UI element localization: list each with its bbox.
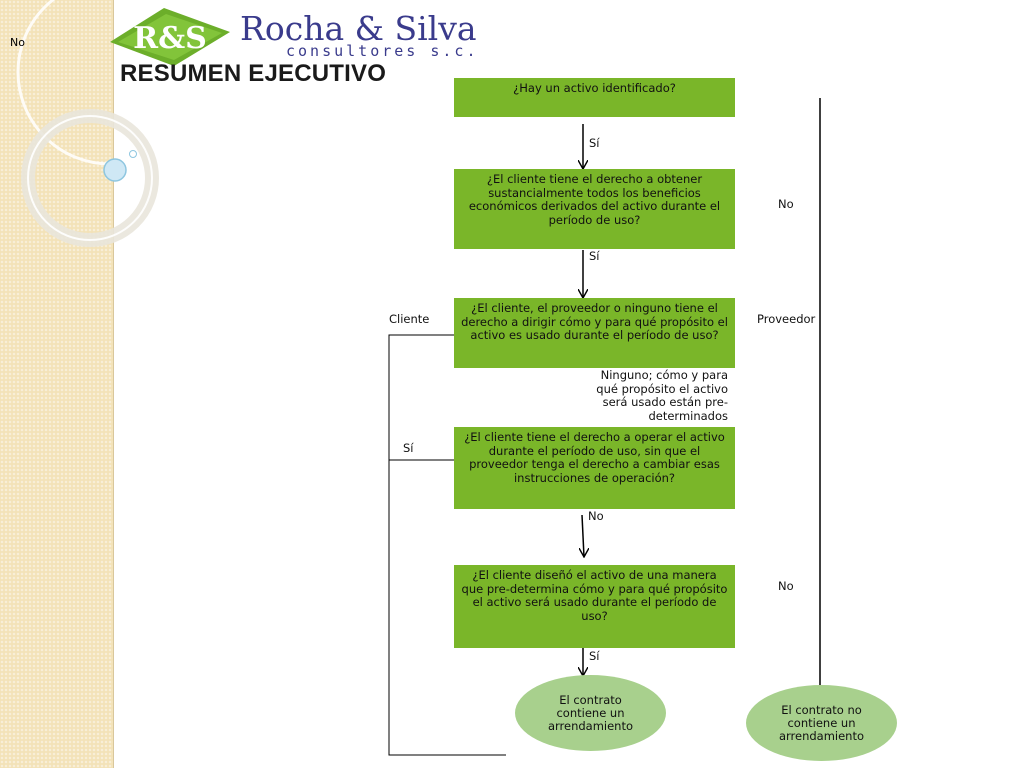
result-lease: El contrato contiene un arrendamiento — [515, 675, 666, 751]
yes-label-1: Sí — [589, 136, 600, 150]
ninguno-label: Ninguno; cómo y para qué propósito el ac… — [596, 368, 728, 423]
question-identified-asset: ¿Hay un activo identificado? — [454, 78, 735, 117]
logo-name: Rocha & Silva — [240, 9, 477, 48]
logo-subtitle: consultores s.c. — [286, 42, 479, 60]
decorative-circles — [16, 0, 204, 247]
corner-no-label: No — [10, 36, 25, 49]
question-economic-benefits: ¿El cliente tiene el derecho a obtener s… — [454, 169, 735, 249]
no-label-right-2: No — [778, 579, 794, 593]
rocha-silva-logo: R&S Rocha & Silva consultores s.c. — [110, 8, 479, 66]
page-title: RESUMEN EJECUTIVO — [120, 60, 387, 87]
logo-initials: R&S — [133, 21, 207, 56]
question-right-to-operate: ¿El cliente tiene el derecho a operar el… — [454, 427, 735, 509]
question-asset-design: ¿El cliente diseñó el activo de una mane… — [454, 565, 735, 648]
no-label-middle: No — [588, 509, 604, 523]
result-no-lease: El contrato no contiene un arrendamiento — [746, 685, 897, 761]
yes-label-2: Sí — [589, 249, 600, 263]
cliente-label: Cliente — [389, 312, 430, 326]
question-right-to-direct: ¿El cliente, el proveedor o ninguno tien… — [454, 298, 735, 368]
result-lease-text: El contrato contiene un arrendamiento — [547, 692, 634, 733]
yes-label-3: Sí — [589, 649, 600, 663]
result-no-lease-text: El contrato no contiene un arrendamiento — [778, 702, 865, 743]
no-label-right-1: No — [778, 197, 794, 211]
proveedor-label: Proveedor — [757, 312, 816, 326]
yes-label-left: Sí — [403, 441, 414, 455]
